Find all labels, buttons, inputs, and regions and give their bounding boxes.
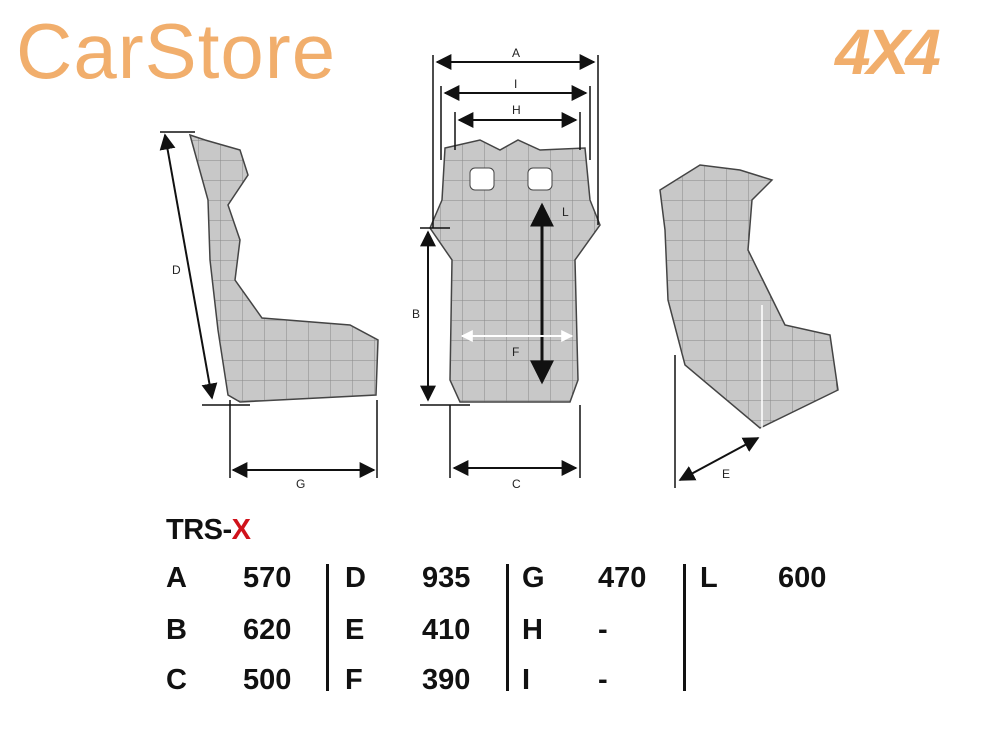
label-b: B xyxy=(412,307,420,321)
spec-key: L xyxy=(700,562,718,594)
label-i: I xyxy=(514,77,517,91)
spec-key: C xyxy=(166,664,187,696)
spec-key: H xyxy=(522,614,543,646)
label-l: L xyxy=(562,205,569,219)
seat-side-view: D G xyxy=(159,131,379,491)
spec-key: A xyxy=(166,562,187,594)
label-d: D xyxy=(172,263,181,277)
spec-value: 470 xyxy=(598,562,647,594)
label-h: H xyxy=(512,103,521,117)
spec-key: I xyxy=(522,664,531,696)
spec-value: - xyxy=(598,614,608,646)
label-a: A xyxy=(512,46,520,60)
spec-key: F xyxy=(345,664,363,696)
spec-key: D xyxy=(345,562,366,594)
spec-value: - xyxy=(598,664,608,696)
spec-value: 500 xyxy=(243,664,292,696)
spec-value: 390 xyxy=(422,664,471,696)
seat-front-view: A I H L F B C xyxy=(412,46,601,491)
model-suffix: X xyxy=(231,514,251,546)
spec-value: 570 xyxy=(243,562,292,594)
column-divider xyxy=(506,564,509,691)
spec-key: B xyxy=(166,614,187,646)
spec-value: 935 xyxy=(422,562,471,594)
seat-dimension-diagram: D G A I H L F B C E xyxy=(159,46,839,491)
spec-key: E xyxy=(345,614,365,646)
label-f: F xyxy=(512,345,519,359)
spec-value: 410 xyxy=(422,614,471,646)
label-c: C xyxy=(512,477,521,491)
seat-perspective-view: E xyxy=(659,164,839,488)
column-divider xyxy=(326,564,329,691)
label-e: E xyxy=(722,467,730,481)
spec-value: 600 xyxy=(778,562,827,594)
model-name: TRS-X xyxy=(166,514,251,546)
label-g: G xyxy=(296,477,305,491)
column-divider xyxy=(683,564,686,691)
spec-value: 620 xyxy=(243,614,292,646)
spec-key: G xyxy=(522,562,545,594)
